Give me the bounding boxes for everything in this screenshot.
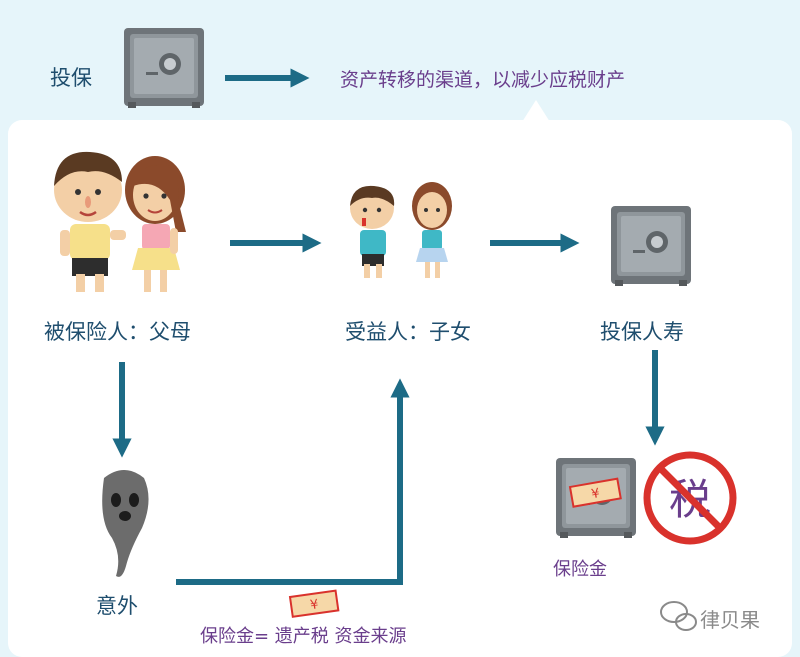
payout-banknote-symbol: ¥ (590, 486, 601, 502)
note-banknote-icon: ¥ (288, 589, 340, 618)
policy-label: 投保人寿 (600, 320, 684, 344)
policy-safe-icon (611, 206, 691, 286)
beneficiary-label: 受益人：子女 (345, 320, 471, 344)
flow-note: 保险金= 遗产税 资金来源 (200, 626, 407, 647)
wechat-logo-icon (660, 601, 697, 631)
arrow-accident-to-beneficiary (176, 378, 410, 585)
ghost-icon (102, 470, 149, 577)
parents-illustration (54, 151, 186, 292)
payout-banknote-icon: ¥ (568, 477, 622, 508)
no-tax-icon: 税 (643, 451, 737, 545)
invest-label: 投保 (50, 66, 92, 90)
callout-notch (522, 100, 550, 122)
note-banknote-symbol: ¥ (309, 597, 319, 613)
transfer-purpose-text: 资产转移的渠道，以减少应税财产 (340, 69, 626, 91)
insured-label: 被保险人：父母 (44, 320, 191, 344)
accident-label: 意外 (96, 594, 138, 618)
payout-label: 保险金 (553, 559, 607, 580)
watermark-text: 律贝果 (700, 608, 760, 632)
children-illustration (350, 182, 452, 278)
safe-icon (124, 28, 204, 108)
